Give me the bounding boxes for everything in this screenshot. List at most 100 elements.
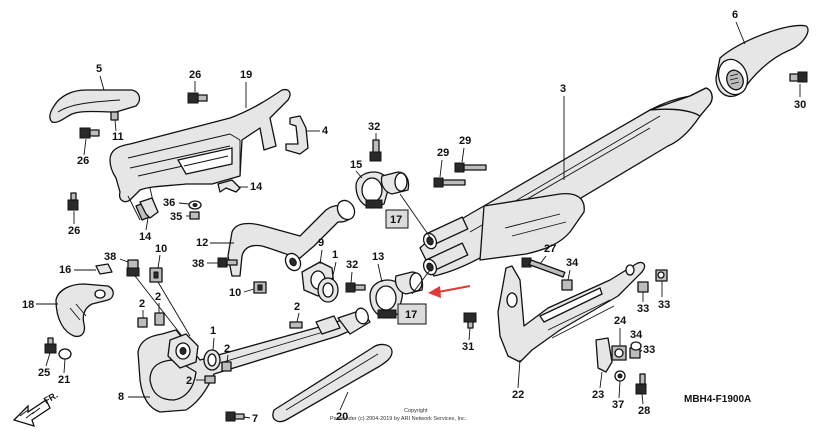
part-29-bolt-upper[interactable] xyxy=(454,162,487,173)
callout-5[interactable]: 5 xyxy=(96,63,102,75)
callout-21[interactable]: 21 xyxy=(58,374,70,386)
part-27-bolt[interactable] xyxy=(521,257,566,278)
callout-31[interactable]: 31 xyxy=(462,341,474,353)
part-4-bracket[interactable] xyxy=(285,115,309,155)
callout-23[interactable]: 23 xyxy=(592,389,604,401)
part-17-collar-lower[interactable] xyxy=(394,271,424,295)
callout-32-b[interactable]: 32 xyxy=(368,121,380,133)
callout-34-b[interactable]: 34 xyxy=(630,329,643,341)
part-1-gasket-b[interactable] xyxy=(203,349,221,371)
part-14-clamp-upper[interactable] xyxy=(217,179,241,193)
part-8-exhaust-pipe[interactable] xyxy=(137,306,371,413)
callout-36[interactable]: 36 xyxy=(163,197,175,209)
callout-2-a[interactable]: 2 xyxy=(294,301,300,313)
part-33-nut-b[interactable] xyxy=(655,269,668,282)
callout-10-b[interactable]: 10 xyxy=(155,243,167,255)
part-34-washer-b[interactable] xyxy=(630,341,642,351)
callout-18[interactable]: 18 xyxy=(22,299,34,311)
part-34-nut-a[interactable] xyxy=(561,279,573,291)
callout-16[interactable]: 16 xyxy=(59,264,71,276)
part-38-bolt-b[interactable] xyxy=(126,259,140,277)
callout-29-lower[interactable]: 29 xyxy=(437,147,449,159)
callout-25[interactable]: 25 xyxy=(38,367,50,379)
callout-32-a[interactable]: 32 xyxy=(346,259,358,271)
callout-2-e[interactable]: 2 xyxy=(155,291,161,303)
callout-14-upper[interactable]: 14 xyxy=(250,181,263,193)
part-32-bolt-a[interactable] xyxy=(345,282,366,293)
part-25-bolt[interactable] xyxy=(44,337,57,354)
callout-7[interactable]: 7 xyxy=(252,413,258,425)
callout-38-b[interactable]: 38 xyxy=(104,251,116,263)
callout-37[interactable]: 37 xyxy=(612,399,624,411)
part-32-bolt-b[interactable] xyxy=(369,139,382,162)
callout-1-a[interactable]: 1 xyxy=(332,249,338,261)
callout-2-c[interactable]: 2 xyxy=(186,375,192,387)
callout-28[interactable]: 28 xyxy=(638,405,650,417)
callout-14-lower[interactable]: 14 xyxy=(139,231,152,243)
callout-1-b[interactable]: 1 xyxy=(210,325,216,337)
part-2-bolt-c[interactable] xyxy=(204,375,216,384)
part-3-muffler[interactable] xyxy=(419,87,713,277)
part-28-bolt[interactable] xyxy=(635,373,647,395)
callout-8[interactable]: 8 xyxy=(118,391,124,403)
part-2-bolt-b[interactable] xyxy=(221,361,232,372)
part-26-bolt-a[interactable] xyxy=(79,127,100,139)
part-38-bolt-a[interactable] xyxy=(217,257,238,268)
callout-35[interactable]: 35 xyxy=(170,211,182,223)
part-21-cap[interactable] xyxy=(58,348,72,360)
part-7-bolt[interactable] xyxy=(225,411,245,422)
part-1-gasket[interactable] xyxy=(317,277,339,303)
callout-2-b[interactable]: 2 xyxy=(224,343,230,355)
callout-10-a[interactable]: 10 xyxy=(229,287,241,299)
part-5-heat-shield[interactable] xyxy=(49,89,141,124)
part-2-bolt-e[interactable] xyxy=(154,312,165,326)
callout-27[interactable]: 27 xyxy=(544,243,556,255)
part-14-clamp-lower[interactable] xyxy=(139,197,159,219)
part-15-clamp[interactable] xyxy=(355,171,390,209)
callout-26-c[interactable]: 26 xyxy=(68,225,80,237)
part-35-nut[interactable] xyxy=(189,211,200,220)
callout-33-c[interactable]: 33 xyxy=(643,344,655,356)
part-19-heat-cover[interactable] xyxy=(109,88,291,221)
part-18-heat-shield[interactable] xyxy=(55,283,114,338)
callout-15[interactable]: 15 xyxy=(350,159,362,171)
callout-30[interactable]: 30 xyxy=(794,99,806,111)
part-17-collar-upper[interactable] xyxy=(380,171,410,195)
part-24-rubber[interactable] xyxy=(611,345,627,361)
callout-29-upper[interactable]: 29 xyxy=(459,135,471,147)
callout-13[interactable]: 13 xyxy=(372,251,384,263)
callout-2-d[interactable]: 2 xyxy=(139,298,145,310)
callout-3[interactable]: 3 xyxy=(560,83,566,95)
part-37-collar[interactable] xyxy=(614,370,626,382)
callout-24[interactable]: 24 xyxy=(614,315,627,327)
part-6-end-cap[interactable] xyxy=(714,24,809,98)
part-31-bolt[interactable] xyxy=(463,312,477,329)
part-11-clip[interactable] xyxy=(110,111,119,121)
part-23-stay[interactable] xyxy=(595,337,613,373)
callout-33-a[interactable]: 33 xyxy=(637,303,649,315)
part-13-clamp[interactable] xyxy=(369,279,404,319)
part-10-nut-a[interactable] xyxy=(253,281,267,294)
part-33-nut-a[interactable] xyxy=(637,281,649,293)
part-26-bolt-c[interactable] xyxy=(67,192,79,211)
part-30-bolt[interactable] xyxy=(789,71,808,83)
callout-38-a[interactable]: 38 xyxy=(192,258,204,270)
callout-26-b[interactable]: 26 xyxy=(189,69,201,81)
part-22-bracket[interactable] xyxy=(497,261,646,363)
part-29-bolt-lower[interactable] xyxy=(433,177,466,188)
callout-26-a[interactable]: 26 xyxy=(77,155,89,167)
callout-17-upper[interactable]: 17 xyxy=(390,214,402,226)
callout-4[interactable]: 4 xyxy=(322,125,329,137)
callout-33-b[interactable]: 33 xyxy=(658,299,670,311)
callout-34-a[interactable]: 34 xyxy=(566,257,579,269)
part-10-nut-b[interactable] xyxy=(149,267,163,283)
callout-22[interactable]: 22 xyxy=(512,389,524,401)
callout-6[interactable]: 6 xyxy=(732,9,738,21)
callout-19[interactable]: 19 xyxy=(240,69,252,81)
part-36-washer[interactable] xyxy=(188,200,202,210)
part-12-connecting-pipe[interactable] xyxy=(227,197,358,277)
callout-12[interactable]: 12 xyxy=(196,237,208,249)
callout-11[interactable]: 11 xyxy=(112,131,124,143)
part-16-clip[interactable] xyxy=(95,263,113,275)
part-20-heat-guard[interactable] xyxy=(272,343,393,423)
